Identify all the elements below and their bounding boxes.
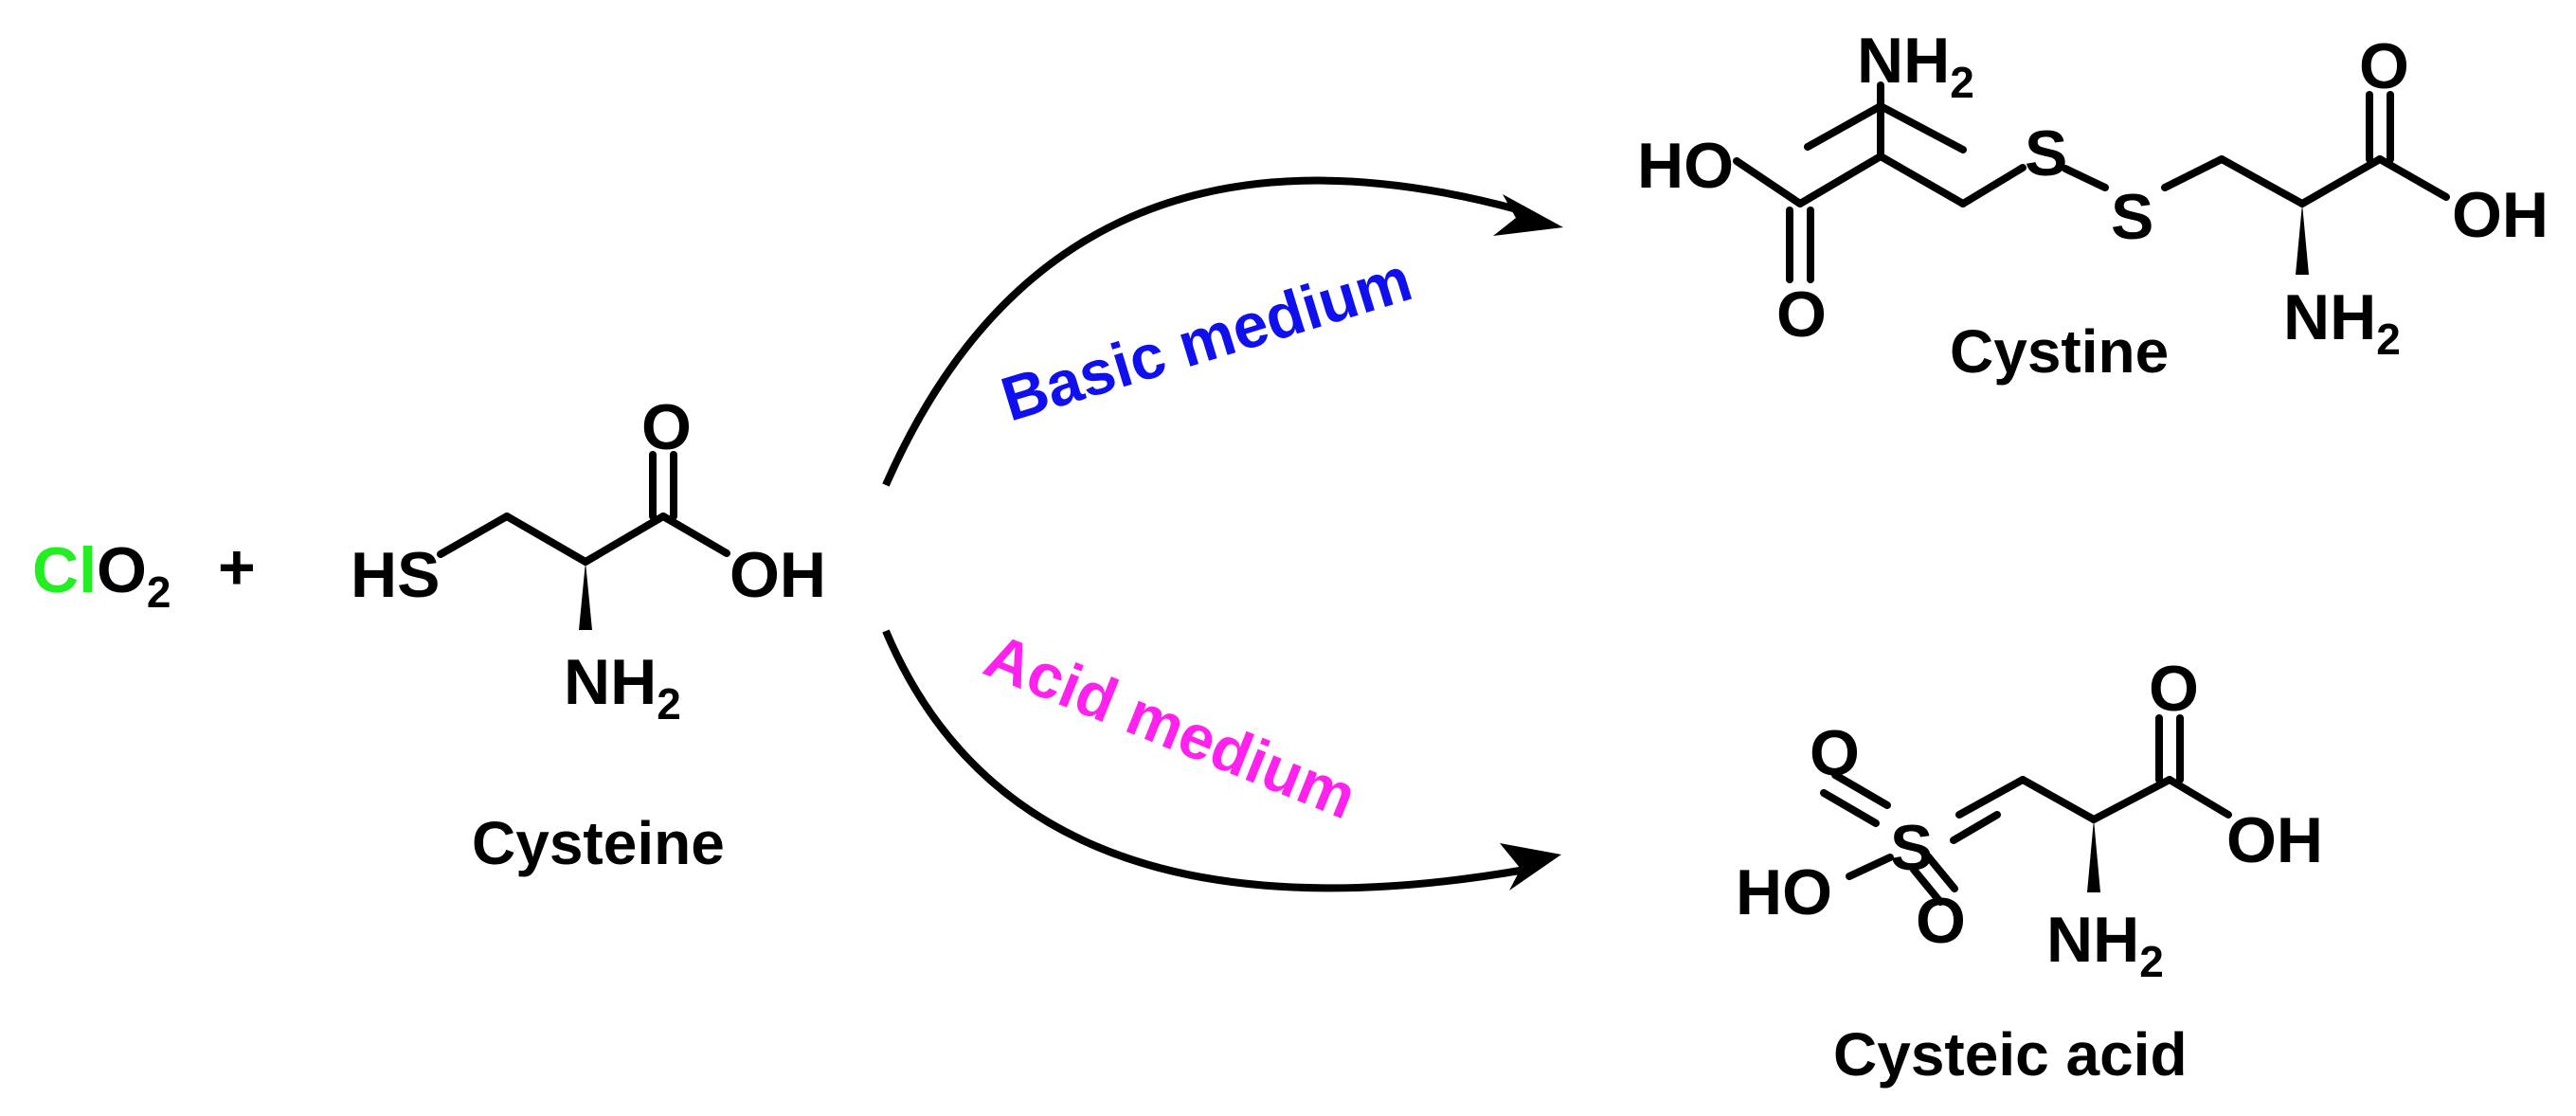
- lower-arrow-curve: [882, 629, 1526, 892]
- cystine-oh-label: OH: [2452, 179, 2549, 251]
- cystine-ho-label: HO: [1637, 130, 1734, 202]
- cystine-top-nh-subscript: 2: [1950, 58, 1974, 107]
- cysteic-upper-o-label: O: [1810, 717, 1860, 789]
- cysteic-lower-o-label: O: [1916, 885, 1966, 957]
- cystine-top-nh-label: NH: [1857, 25, 1950, 97]
- lower-arrowhead: [1500, 843, 1561, 891]
- cysteic-acid-name: Cysteic acid: [1833, 1020, 2188, 1089]
- upper-arrowhead: [1493, 194, 1563, 236]
- cystine-bottom-o-label: O: [1776, 279, 1827, 351]
- cysteine-nh-label: NH: [564, 646, 657, 718]
- cysteine-amine: NH2: [564, 646, 681, 729]
- cystine-bottom-nh-label: NH: [2283, 281, 2376, 353]
- basic-medium-label: Basic medium: [993, 243, 1419, 435]
- chlorine-label: Cl: [32, 534, 97, 606]
- cysteine-nh-subscript: 2: [657, 679, 681, 729]
- cysteine-hs-label: HS: [351, 539, 440, 611]
- cystine-sulfur-2-label: S: [2111, 181, 2153, 253]
- cystine-bottom-amine: NH2: [2283, 281, 2401, 364]
- oxygen-subscript: 2: [147, 567, 171, 617]
- cysteic-acid-structure: O S HO O O OH NH2 Cysteic acid: [1736, 653, 2323, 1089]
- cysteine-name: Cysteine: [472, 809, 725, 877]
- upper-arrow-curve: [882, 176, 1522, 487]
- cystine-top-o-label: O: [2359, 30, 2409, 102]
- cysteine-carbonyl-o-label: O: [641, 391, 692, 463]
- acid-medium-label: Acid medium: [976, 620, 1366, 832]
- cystine-bottom-nh-subscript: 2: [2376, 315, 2401, 364]
- cysteic-sulfur-label: S: [1890, 812, 1933, 884]
- cysteic-nh-subscript: 2: [2139, 937, 2164, 986]
- chlorine-dioxide: ClO2: [32, 534, 171, 617]
- reaction-arrows: [882, 176, 1563, 892]
- svg-text:ClO2: ClO2: [32, 534, 171, 617]
- cystine-structure: NH2 HO O S S O OH NH2 Cystine: [1637, 25, 2549, 386]
- cystine-name: Cystine: [1950, 317, 2169, 386]
- cysteic-nh-label: NH: [2046, 904, 2139, 976]
- oxygen-label: O: [97, 534, 147, 606]
- cystine-sulfur-1-label: S: [2025, 117, 2067, 189]
- cysteic-carbonyl-o-label: O: [2149, 653, 2199, 725]
- plus-sign: +: [218, 531, 256, 603]
- cysteine-structure: HS O OH NH2 Cysteine: [351, 391, 826, 877]
- cysteic-ho-label: HO: [1736, 856, 1832, 928]
- cystine-top-amine: NH2: [1857, 25, 1974, 107]
- cysteine-oh-label: OH: [730, 539, 826, 611]
- cysteic-oh-label: OH: [2226, 804, 2323, 876]
- cysteic-amine: NH2: [2046, 904, 2164, 986]
